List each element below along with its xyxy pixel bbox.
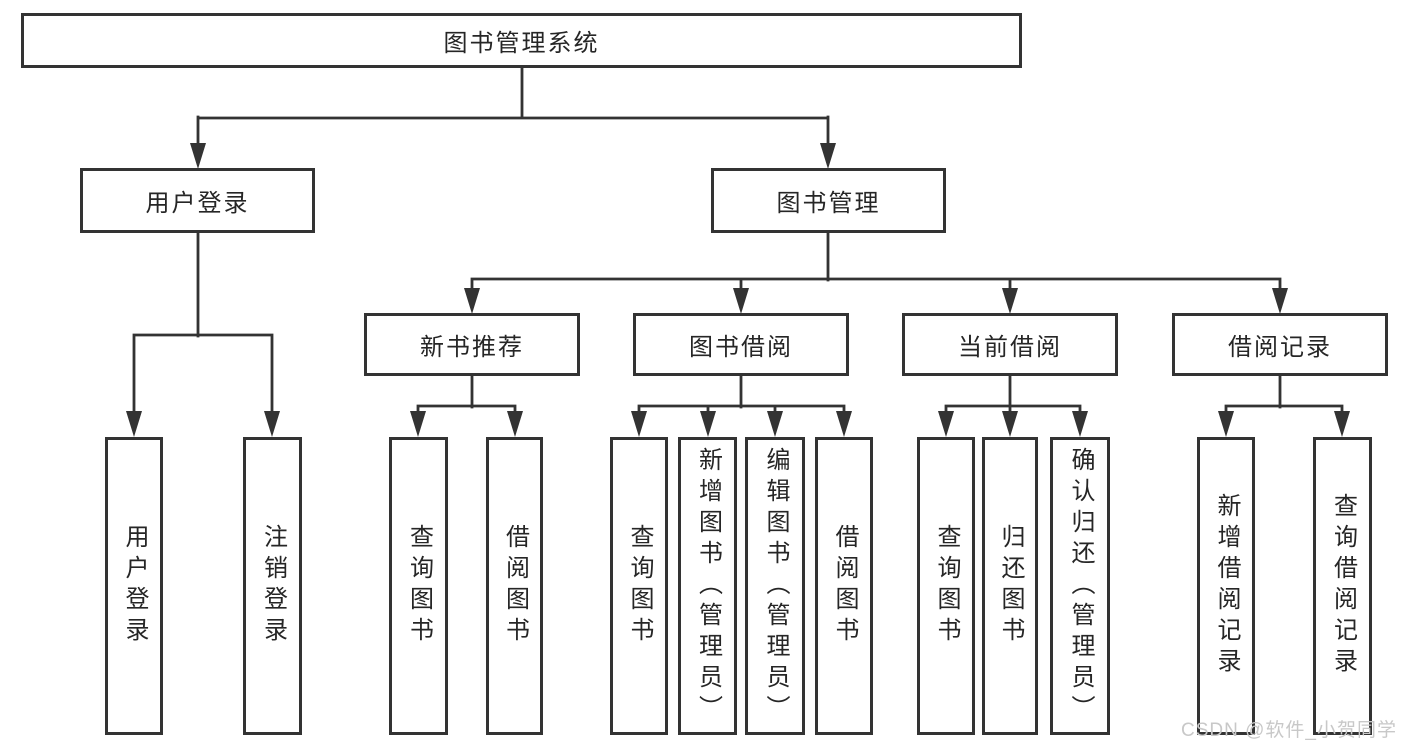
leaf-borrow-books-borrowing: 借阅图书 [815, 437, 873, 735]
node-borrowing-records: 借阅记录 [1172, 313, 1388, 376]
leaf-logout: 注销登录 [243, 437, 302, 735]
leaf-confirm-return-admin: 确认归还（管理员） [1050, 437, 1110, 735]
connector-lines-path [132, 66, 1344, 415]
leaf-borrow-books-recommend: 借阅图书 [486, 437, 543, 735]
node-book-management: 图书管理 [711, 168, 946, 233]
leaf-query-books-borrowing: 查询图书 [610, 437, 668, 735]
leaf-user-login: 用户登录 [105, 437, 163, 735]
arrowhead-icons [126, 143, 1350, 437]
leaf-query-books-recommend: 查询图书 [389, 437, 448, 735]
node-book-borrowing: 图书借阅 [633, 313, 849, 376]
watermark: CSDN @软件_小贺同学 [1181, 720, 1397, 741]
leaf-query-borrow-record: 查询借阅记录 [1313, 437, 1372, 735]
node-root: 图书管理系统 [21, 13, 1022, 68]
leaf-return-book: 归还图书 [982, 437, 1038, 735]
node-current-borrowing: 当前借阅 [902, 313, 1118, 376]
node-user-login: 用户登录 [80, 168, 315, 233]
leaf-add-borrow-record: 新增借阅记录 [1197, 437, 1255, 735]
leaf-add-book-admin: 新增图书（管理员） [678, 437, 737, 735]
leaf-edit-book-admin: 编辑图书（管理员） [745, 437, 805, 735]
node-new-book-recommend: 新书推荐 [364, 313, 580, 376]
leaf-query-books-current: 查询图书 [917, 437, 975, 735]
